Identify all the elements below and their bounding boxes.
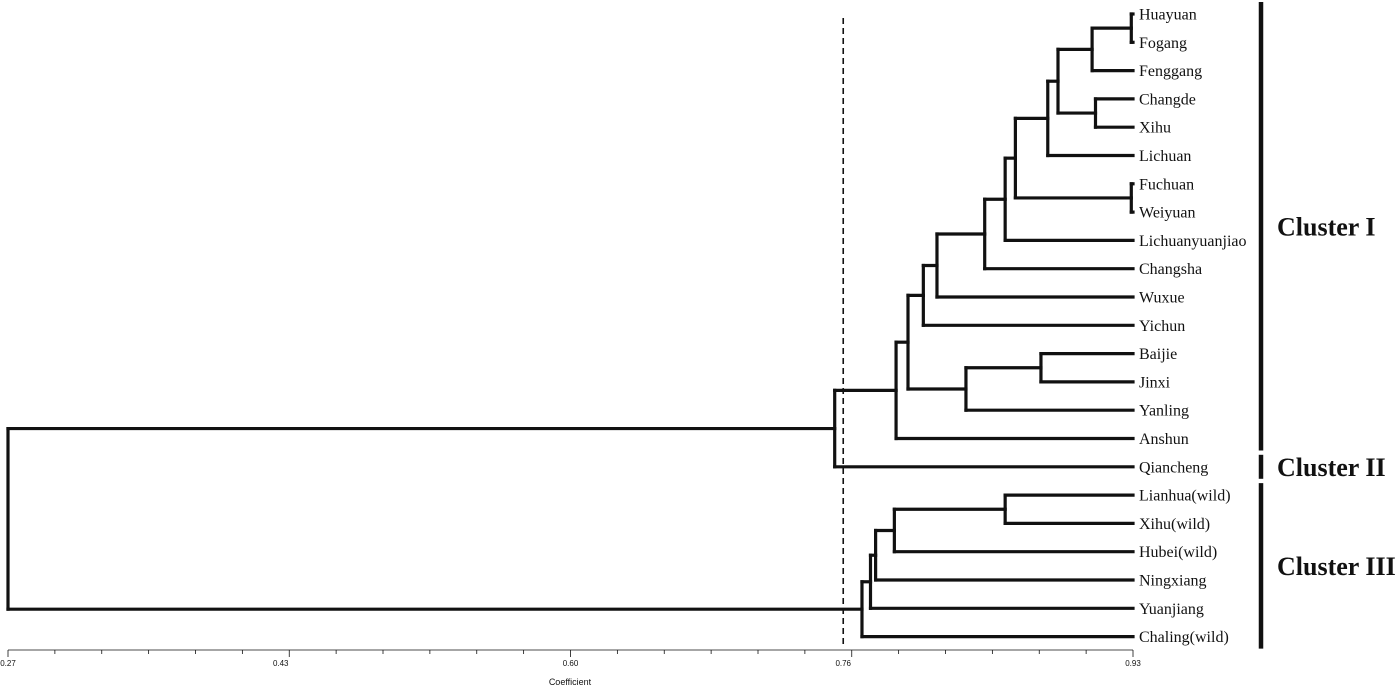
leaf-label: Weiyuan xyxy=(1139,205,1195,222)
leaf-label: Huayuan xyxy=(1139,7,1197,24)
leaf-label: Xihu xyxy=(1139,120,1171,137)
tree-branches xyxy=(6,12,1135,648)
leaf-label: Qiancheng xyxy=(1139,459,1208,476)
leaf-label: Changsha xyxy=(1139,261,1202,278)
cluster-brackets: Cluster I Cluster II Cluster III xyxy=(1258,2,1396,649)
leaf-label: Hubei(wild) xyxy=(1139,544,1217,561)
cluster-label: Cluster I xyxy=(1277,212,1375,241)
leaf-label: Lianhua(wild) xyxy=(1139,488,1231,505)
leaf-label: Jinxi xyxy=(1139,374,1171,391)
leaf-label: Yuanjiang xyxy=(1139,601,1204,618)
leaf-label: Lichuanyuanjiao xyxy=(1139,233,1247,250)
leaf-label: Yanling xyxy=(1139,403,1189,420)
leaf-label: Chaling(wild) xyxy=(1139,629,1229,646)
cluster-label: Cluster III xyxy=(1277,552,1396,581)
axis-tick-label: 0.43 xyxy=(273,659,289,668)
leaf-label: Yichun xyxy=(1139,318,1185,335)
leaf-label: Changde xyxy=(1139,91,1196,108)
axis-title: Coefficient xyxy=(549,677,592,686)
cluster-label: Cluster II xyxy=(1277,453,1386,482)
leaf-label: Baijie xyxy=(1139,346,1177,363)
leaf-label: Lichuan xyxy=(1139,148,1191,165)
leaf-label: Fuchuan xyxy=(1139,176,1194,193)
axis-tick-label: 0.93 xyxy=(1125,659,1141,668)
leaf-label: Wuxue xyxy=(1139,290,1185,307)
leaf-label: Anshun xyxy=(1139,431,1189,448)
leaf-label: Fogang xyxy=(1139,35,1187,52)
leaf-label: Ningxiang xyxy=(1139,573,1207,590)
leaf-label: Xihu(wild) xyxy=(1139,516,1210,533)
axis-tick-label: 0.60 xyxy=(563,659,579,668)
leaf-label: Fenggang xyxy=(1139,63,1202,80)
leaf-labels: HuayuanFogangFenggangChangdeXihuLichuanF… xyxy=(1139,7,1247,647)
axis-tick-label: 0.27 xyxy=(0,659,16,668)
axis-tick-label: 0.76 xyxy=(835,659,851,668)
